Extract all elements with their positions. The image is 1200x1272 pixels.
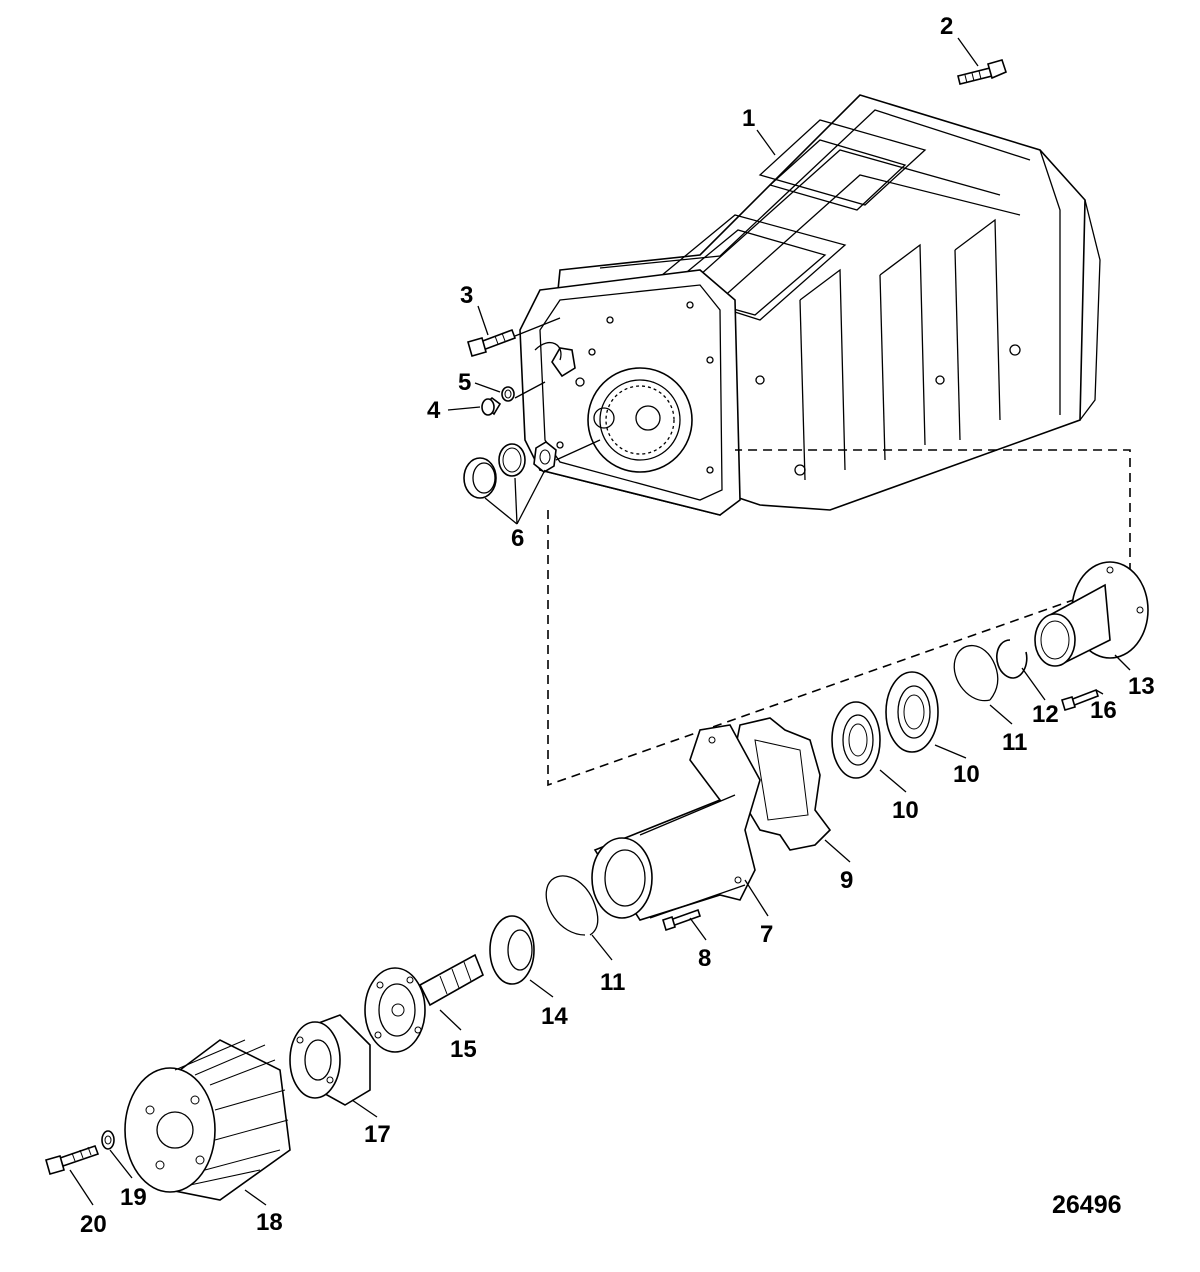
callout-9: 9 — [840, 867, 853, 894]
bolt-2 — [957, 59, 1007, 85]
washer-19 — [101, 1130, 115, 1150]
o-ring-5 — [501, 386, 515, 402]
callout-17: 17 — [364, 1121, 391, 1148]
seal-kit-6 — [463, 441, 557, 499]
callout-1: 1 — [742, 105, 755, 132]
callout-11-upper: 11 — [1002, 729, 1027, 756]
callout-18: 18 — [256, 1209, 283, 1236]
callout-15: 15 — [450, 1036, 477, 1063]
callout-12: 12 — [1032, 701, 1059, 728]
callout-10-rear: 10 — [953, 761, 980, 788]
callout-11-lower: 11 — [600, 969, 625, 996]
callout-13: 13 — [1128, 673, 1155, 700]
callout-14: 14 — [541, 1003, 568, 1030]
callout-5: 5 — [458, 369, 471, 396]
callout-8: 8 — [698, 945, 711, 972]
drive-shaft-15 — [364, 953, 485, 1053]
callout-16: 16 — [1090, 697, 1117, 724]
callout-7: 7 — [760, 921, 773, 948]
screw-16 — [1061, 688, 1100, 711]
callouts: 2 1 3 5 4 6 13 16 12 11 10 10 9 7 8 11 1… — [80, 13, 1155, 1238]
bolt-20 — [45, 1144, 100, 1175]
screw-8 — [662, 908, 702, 932]
callout-10-front: 10 — [892, 797, 919, 824]
snap-ring-11-lower — [545, 875, 599, 936]
retaining-ring-12 — [996, 639, 1028, 679]
supercharger-housing — [519, 94, 1101, 516]
drive-housing-7 — [591, 724, 761, 921]
plug-4 — [481, 396, 502, 416]
callout-20: 20 — [80, 1211, 107, 1238]
pulley-18 — [124, 1039, 291, 1201]
hub-17 — [289, 1014, 371, 1106]
bearing-10-rear — [885, 671, 939, 753]
callout-4: 4 — [427, 397, 441, 424]
callout-2: 2 — [940, 13, 953, 40]
callout-19: 19 — [120, 1184, 147, 1211]
figure-id: 26496 — [1052, 1191, 1122, 1219]
callout-3: 3 — [460, 282, 473, 309]
spacer-14 — [489, 915, 535, 985]
leader-lines — [69, 37, 1131, 1206]
snap-ring-11-upper — [953, 644, 999, 702]
callout-6: 6 — [511, 525, 524, 552]
bolt-3 — [467, 328, 517, 357]
bearing-flange-13 — [1034, 561, 1149, 667]
bearing-10-front — [831, 701, 881, 779]
